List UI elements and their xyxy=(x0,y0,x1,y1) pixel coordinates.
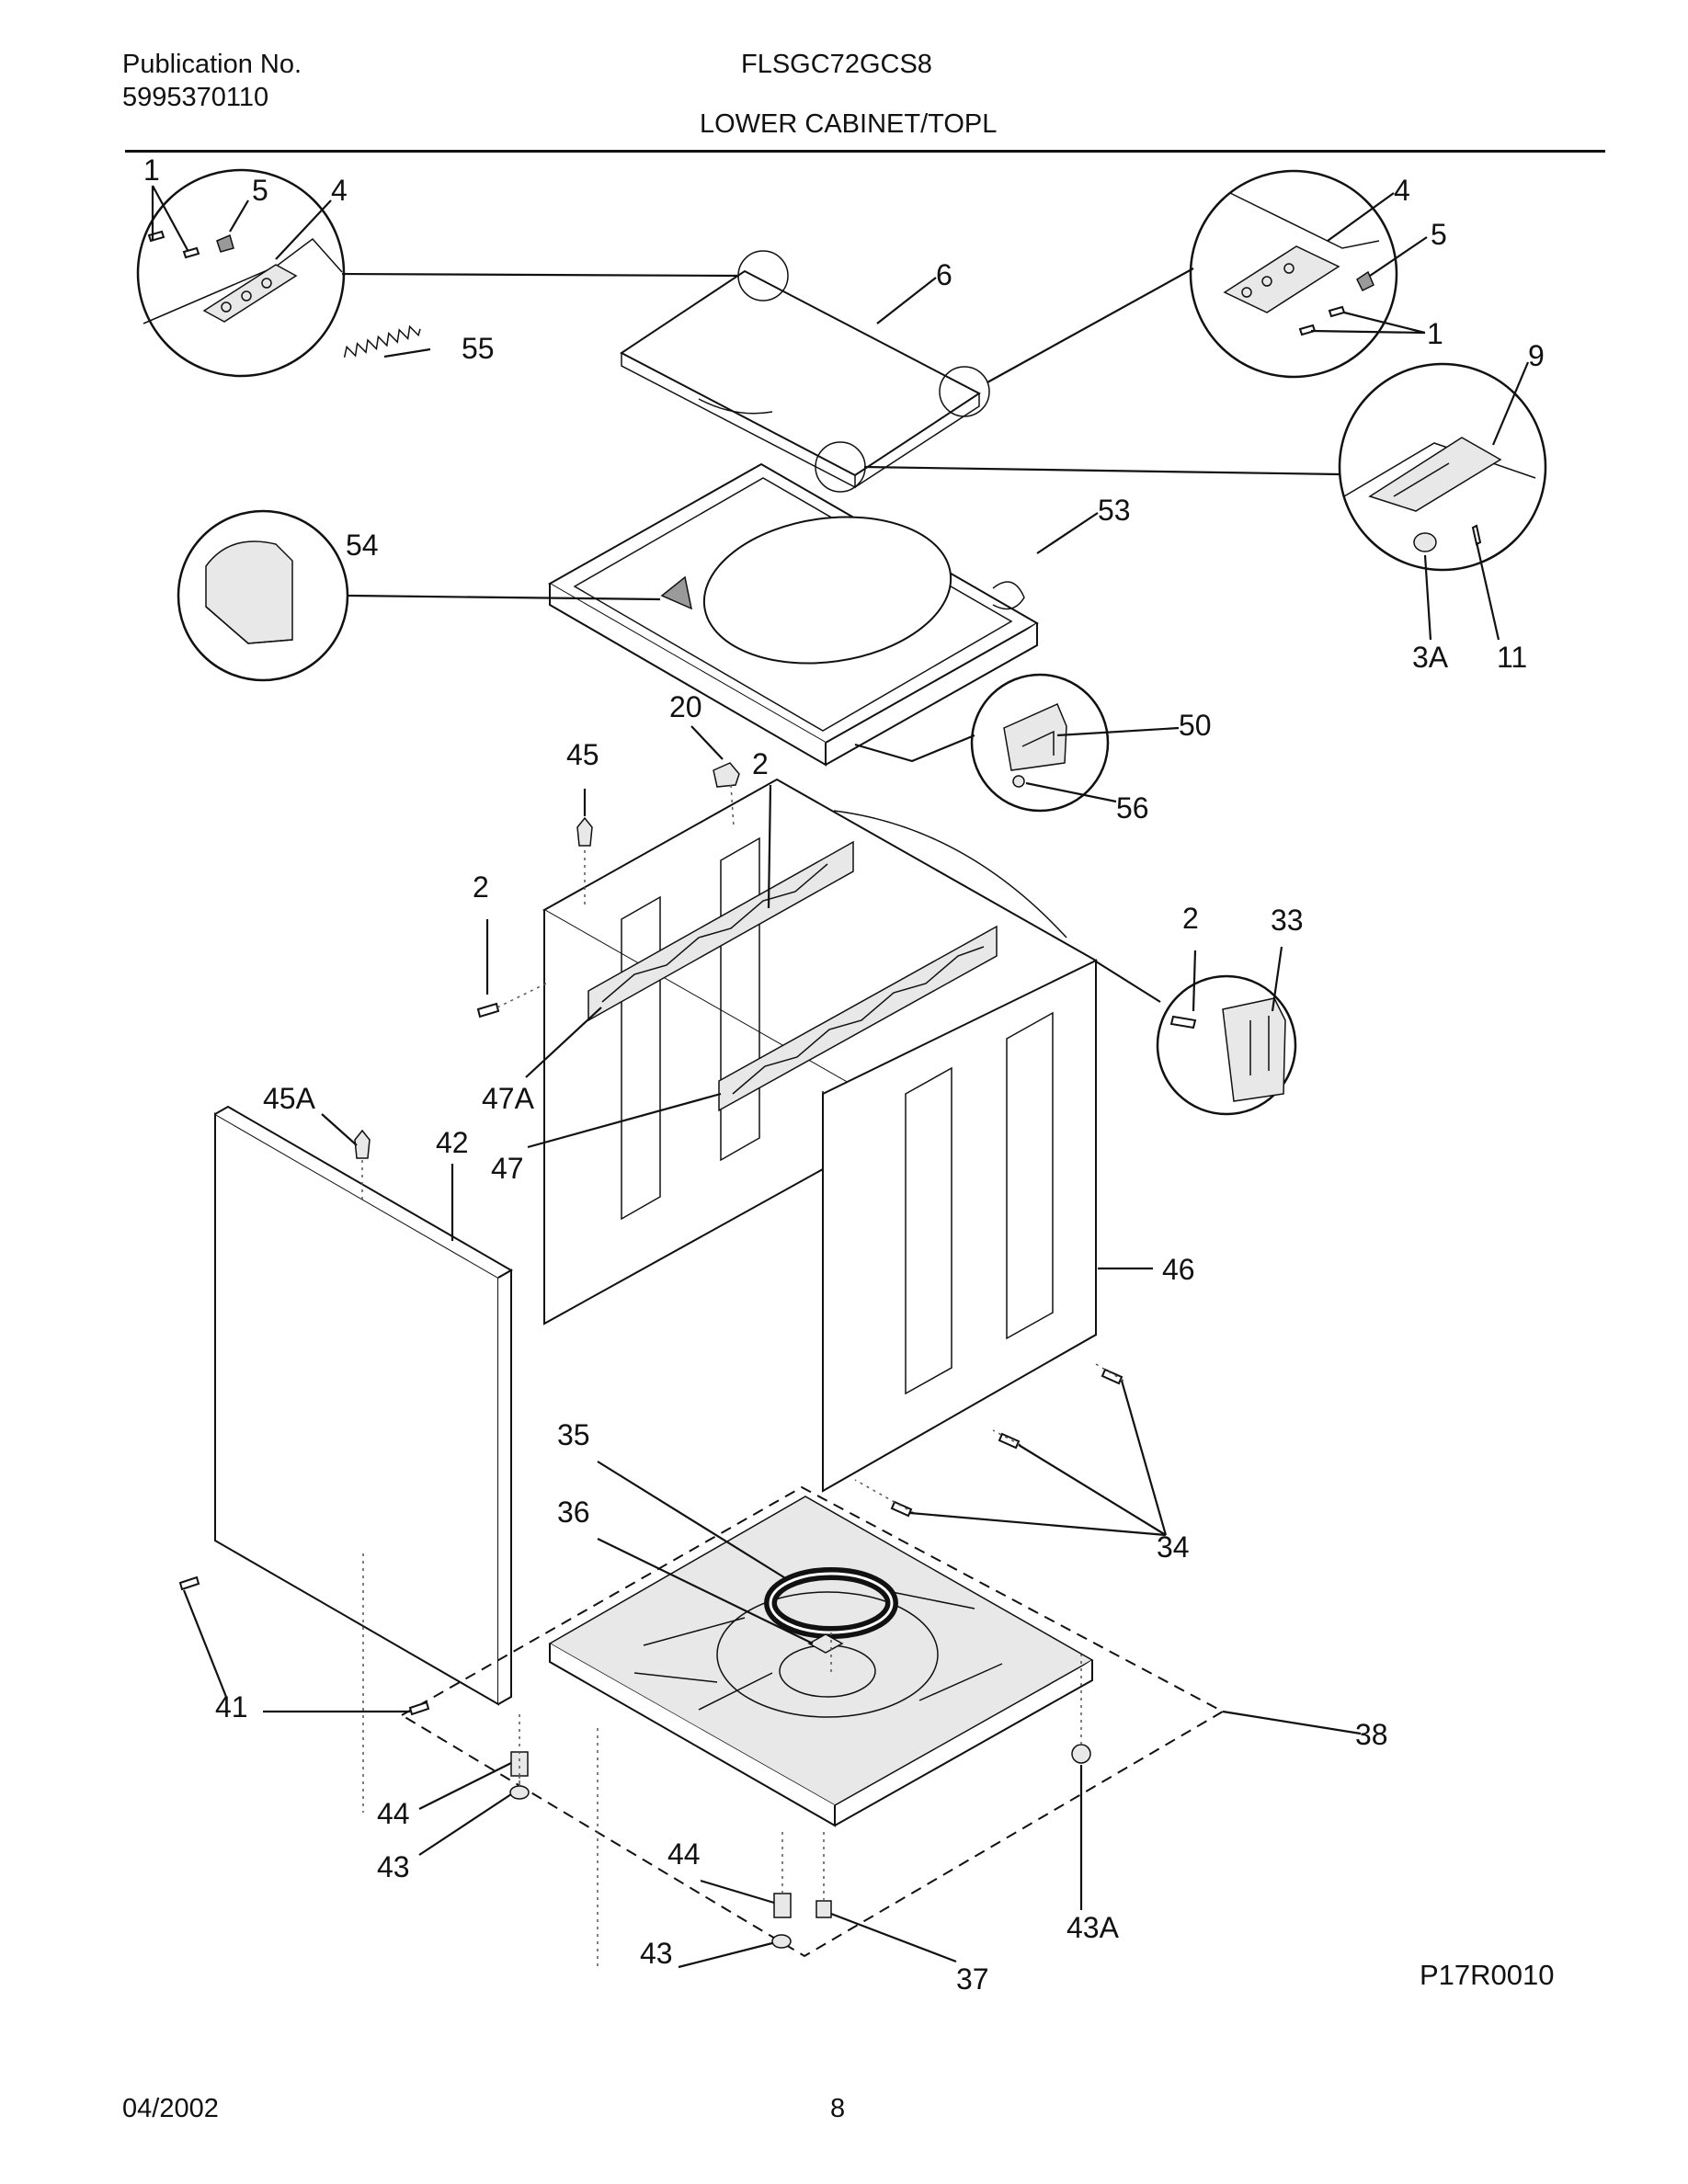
callout-label-4: 4 xyxy=(331,174,348,207)
callout-label-56: 56 xyxy=(1116,791,1149,825)
hinge-detail-left xyxy=(136,168,346,378)
pad-36-part xyxy=(807,1633,844,1654)
callout-label-38: 38 xyxy=(1355,1718,1388,1751)
cabinet-body-part xyxy=(542,778,1099,1493)
brace-47a-part xyxy=(587,840,854,1022)
lid-part xyxy=(620,269,981,489)
callout-label-36: 36 xyxy=(557,1496,590,1529)
callout-label-9: 9 xyxy=(1528,339,1545,372)
callout-label-20: 20 xyxy=(669,690,702,723)
clip-45-part xyxy=(576,816,593,847)
callout-label-45: 45 xyxy=(566,738,599,771)
callout-label-6: 6 xyxy=(936,258,952,291)
publication-number: 5995370110 xyxy=(122,83,269,112)
base-part xyxy=(400,1485,1226,1958)
pad-43-part xyxy=(509,1785,530,1800)
page-number: 8 xyxy=(830,2094,846,2123)
model-number: FLSGC72GCS8 xyxy=(741,50,932,79)
screw-37-part xyxy=(815,1900,832,1918)
spring-55-part xyxy=(343,324,421,358)
callout-label-54: 54 xyxy=(346,529,379,562)
callout-label-35: 35 xyxy=(557,1418,590,1451)
callout-label-43: 43 xyxy=(377,1850,410,1883)
callout-label-47: 47 xyxy=(491,1152,524,1185)
callout-label-5: 5 xyxy=(1431,218,1447,251)
top-panel-part xyxy=(547,462,1040,767)
clip-20-part xyxy=(713,762,740,788)
callout-label-2: 2 xyxy=(752,747,769,780)
callout-label-46: 46 xyxy=(1162,1253,1195,1286)
callout-label-43a: 43A xyxy=(1066,1911,1120,1944)
figure-code: P17R0010 xyxy=(1420,1959,1555,1991)
callout-label-33: 33 xyxy=(1271,904,1304,937)
callout-label-5: 5 xyxy=(252,174,268,207)
front-panel-part xyxy=(214,1105,514,1706)
callout-label-43: 43 xyxy=(640,1937,673,1970)
callout-label-1: 1 xyxy=(1427,317,1443,350)
callout-label-42: 42 xyxy=(436,1126,469,1159)
callout-label-2: 2 xyxy=(473,870,489,904)
section-title: LOWER CABINET/TOPL xyxy=(700,109,998,139)
callout-label-3a: 3A xyxy=(1412,641,1449,674)
clip-45a-part xyxy=(354,1129,371,1159)
pad-43b-part xyxy=(771,1934,792,1949)
brace-47-part xyxy=(718,925,998,1112)
header-rule xyxy=(125,150,1605,153)
callout-label-47a: 47A xyxy=(482,1082,535,1115)
callout-label-1: 1 xyxy=(143,154,160,187)
bracket-detail xyxy=(1156,974,1297,1116)
hinge-detail-right xyxy=(1189,169,1398,379)
pad-43a-part xyxy=(1071,1744,1091,1764)
publication-label: Publication No. xyxy=(122,50,302,79)
switch-detail xyxy=(970,673,1110,813)
leg-44-part xyxy=(510,1751,529,1777)
callout-label-45a: 45A xyxy=(263,1082,316,1115)
callout-label-55: 55 xyxy=(462,332,495,365)
callout-label-50: 50 xyxy=(1179,709,1212,742)
callout-label-41: 41 xyxy=(215,1690,248,1723)
bumper-detail xyxy=(177,509,349,682)
callout-label-44: 44 xyxy=(667,1837,701,1871)
callout-label-37: 37 xyxy=(956,1962,989,1996)
callout-label-4: 4 xyxy=(1394,174,1410,207)
callout-label-2: 2 xyxy=(1182,902,1199,935)
latch-detail xyxy=(1338,362,1547,572)
callout-label-44: 44 xyxy=(377,1797,410,1830)
callout-label-34: 34 xyxy=(1157,1530,1190,1564)
leg-44b-part xyxy=(773,1893,792,1918)
footer-date: 04/2002 xyxy=(122,2094,219,2123)
callout-label-11: 11 xyxy=(1497,641,1527,674)
callout-label-53: 53 xyxy=(1098,494,1131,527)
